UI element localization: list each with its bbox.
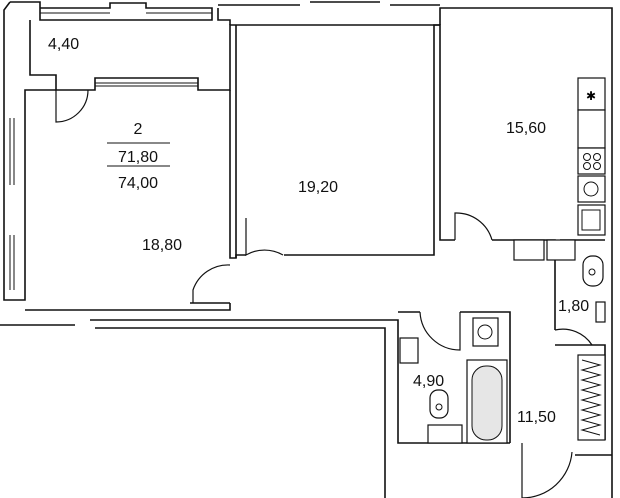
fridge-icon [577, 77, 606, 111]
toilet-door[interactable] [554, 328, 593, 346]
apartment-summary: 2 71,80 74,00 [107, 121, 170, 192]
kitchen-door[interactable] [454, 212, 493, 241]
hallway-area: 11,50 [517, 409, 556, 426]
total-area: 74,00 [118, 175, 158, 192]
sink-icon [399, 337, 419, 364]
toilet-area: 1,80 [558, 298, 589, 315]
stove-icon [577, 147, 606, 175]
sink-icon [595, 301, 606, 323]
living-area: 71,80 [118, 149, 158, 166]
living-room-area: 18,80 [142, 237, 182, 254]
bathroom-door[interactable] [419, 311, 461, 351]
bathroom-area: 4,90 [413, 373, 444, 390]
svg-text:✱: ✱ [586, 89, 596, 103]
balcony-door [55, 89, 89, 123]
entrance-door[interactable] [521, 443, 573, 498]
kitchen-area: 15,60 [506, 120, 546, 137]
doors [55, 89, 593, 498]
bedroom-door[interactable] [245, 218, 284, 257]
washing-machine-icon [472, 317, 499, 347]
dishwasher-icon [577, 175, 606, 203]
living-door[interactable] [192, 264, 231, 303]
bedroom-area: 19,20 [298, 179, 338, 196]
fixtures: ✱ [399, 77, 606, 444]
balcony-area: 4,40 [48, 36, 79, 53]
toilet-icon [582, 255, 604, 287]
rooms-count: 2 [134, 121, 143, 138]
